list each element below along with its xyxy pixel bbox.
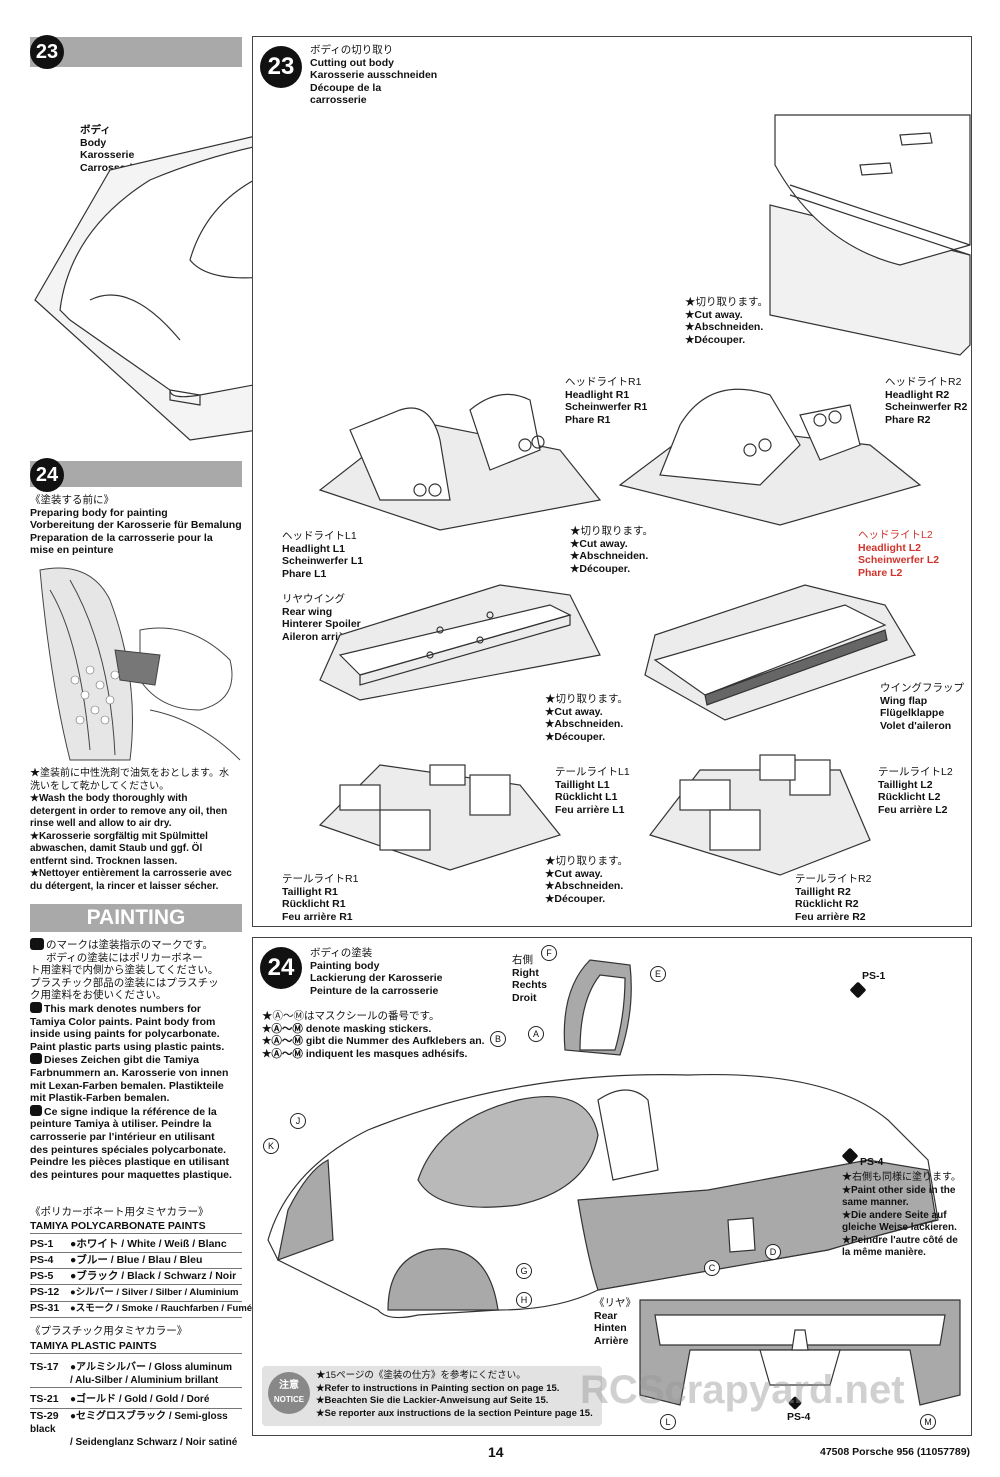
paint-row-ps12: PS-12●シルバー / Silver / Silber / Aluminium — [30, 1284, 242, 1302]
cut-note-2: ★切り取ります。 ★Cut away. ★Abschneiden. ★Décou… — [570, 525, 653, 575]
step23-title: ボディの切り取り Cutting out body Karosserie aus… — [310, 44, 438, 106]
product-code: 47508 Porsche 956 (11057789) — [820, 1446, 971, 1458]
rear-wing-drawing — [319, 584, 601, 701]
notice-text: ★15ページの《塗装の仕方》を参考にください。 ★Refer to instru… — [316, 1370, 593, 1419]
washing-illustration — [30, 560, 242, 765]
mask-letter-d: D — [765, 1244, 781, 1260]
paint-row-ts21: TS-21●ゴールド / Gold / Gold / Doré — [30, 1391, 242, 1409]
plastic-header-en: TAMIYA PLASTIC PAINTS — [30, 1340, 242, 1354]
mask-letter-c: C — [704, 1260, 720, 1276]
rear-wing-label: リヤウイング Rear wing Hinterer Spoiler Ailero… — [282, 593, 361, 643]
painting-intro: のマークは塗装指示のマークです。 ボディの塗装にはポリカーボネー ト用塗料で内側… — [30, 938, 232, 1181]
headlight-2-drawing — [618, 388, 922, 526]
ps1-label: PS-1 — [862, 970, 886, 982]
mask-letter-h: H — [516, 1292, 532, 1308]
mask-letter-f: F — [541, 945, 557, 961]
ps4-bottom-label: PS-4 — [787, 1411, 811, 1423]
ps4-label: PS-4 — [860, 1156, 884, 1168]
notice-box — [262, 1366, 602, 1426]
page-number: 14 — [488, 1444, 504, 1460]
watermark: RCScrapyard.net — [580, 1368, 905, 1412]
painting-header: PAINTING — [30, 904, 242, 932]
mask-letter-a: A — [528, 1026, 544, 1042]
paint-mark-icon-de — [30, 1053, 42, 1065]
right-side-label: 右側 Right Rechts Droit — [512, 954, 548, 1004]
paint-mark-icon-en — [30, 1001, 42, 1013]
paint-row-ps1: PS-1●ホワイト / White / Weiß / Blanc — [30, 1236, 242, 1253]
paint-row-ts17: TS-17●アルミシルバー / Gloss aluminum / Alu-Sil… — [30, 1361, 242, 1388]
wash-notes: ★塗装前に中性洗剤で油気をおとします。水 洗いをして乾かしてください。 ★Was… — [30, 768, 232, 892]
paint-mark-icon — [30, 938, 44, 950]
taillight-2-drawing — [648, 754, 871, 876]
other-side-note: ★右側も同様に塗ります。 ★Paint other side in the sa… — [842, 1172, 961, 1258]
mask-letter-g: G — [516, 1263, 532, 1279]
plastic-header-jp: 《プラスチック用タミヤカラー》 — [30, 1325, 188, 1337]
paint-row-ps31: PS-31●スモーク / Smoke / Rauchfarben / Fumé — [30, 1300, 252, 1318]
step24-title: ボディの塗装 Painting body Lackierung der Karo… — [310, 947, 443, 997]
mask-letter-k: K — [263, 1138, 279, 1154]
cut-note-1: ★切り取ります。 ★Cut away. ★Abschneiden. ★Décou… — [685, 296, 768, 346]
wing-flap-label: ウイングフラップ Wing flap Flügelklappe Volet d'… — [880, 682, 964, 732]
mask-notes: ★Ⓐ〜Ⓜはマスクシールの番号です。 ★Ⓐ〜Ⓜ denote masking st… — [262, 1010, 485, 1060]
headlight-r1-label: ヘッドライトR1 Headlight R1 Scheinwerfer R1 Ph… — [565, 376, 648, 426]
mask-letter-b: B — [490, 1031, 506, 1047]
rear-view-label: 《リヤ》 Rear Hinten Arrière — [594, 1297, 636, 1347]
taillight-l1-label: テールライトL1 Taillight L1 Rücklicht L1 Feu a… — [555, 766, 630, 816]
taillight-r1-label: テールライトR1 Taillight R1 Rücklicht R1 Feu a… — [282, 873, 359, 923]
taillight-r2-label: テールライトR2 Taillight R2 Rücklicht R2 Feu a… — [795, 873, 872, 923]
step23-side-bar — [30, 37, 242, 67]
headlight-r2-label: ヘッドライトR2 Headlight R2 Scheinwerfer R2 Ph… — [885, 376, 968, 426]
paint-row-ts29: TS-29●セミグロスブラック / Semi-gloss black / Sei… — [30, 1410, 238, 1448]
cut-note-4: ★切り取ります。 ★Cut away. ★Abschneiden. ★Décou… — [545, 855, 628, 905]
mask-letter-j: J — [290, 1113, 306, 1129]
step23-number: 23 — [260, 46, 302, 88]
step23-side-number: 23 — [30, 35, 64, 69]
notice-badge: 注意 NOTICE — [268, 1372, 310, 1414]
poly-header-jp: 《ポリカーボネート用タミヤカラー》 — [30, 1206, 209, 1218]
wing-flap-drawing — [644, 584, 916, 721]
paint-mark-icon-fr — [30, 1104, 42, 1116]
paint-row-ps4: PS-4●ブルー / Blue / Blau / Bleu — [30, 1252, 242, 1269]
mask-letter-e: E — [650, 966, 666, 982]
headlight-l2-label: ヘッドライトL2 Headlight L2 Scheinwerfer L2 Ph… — [858, 529, 940, 579]
step24-side-number: 24 — [30, 458, 64, 492]
headlight-1-drawing — [318, 393, 602, 531]
paint-row-ps5: PS-5●ブラック / Black / Schwarz / Noir — [30, 1268, 242, 1285]
rear-view-drawing — [639, 1299, 961, 1406]
mask-letter-m: M — [920, 1414, 936, 1430]
headlight-l1-label: ヘッドライトL1 Headlight L1 Scheinwerfer L1 Ph… — [282, 530, 364, 580]
body-label: ボディ Body Karosserie Carrosserie — [80, 124, 139, 174]
window-detail-drawing — [563, 959, 632, 1056]
step24-number: 24 — [260, 947, 302, 989]
taillight-l2-label: テールライトL2 Taillight L2 Rücklicht L2 Feu a… — [878, 766, 953, 816]
prep-title: 《塗装する前に》 Preparing body for painting Vor… — [30, 494, 242, 556]
cut-note-3: ★切り取ります。 ★Cut away. ★Abschneiden. ★Décou… — [545, 693, 628, 743]
poly-header-en: TAMIYA POLYCARBONATE PAINTS — [30, 1220, 242, 1234]
step24-side-bar — [30, 461, 242, 487]
rear-body-detail-drawing — [769, 114, 971, 356]
taillight-1-drawing — [318, 764, 562, 871]
mask-letter-l: L — [660, 1414, 676, 1430]
